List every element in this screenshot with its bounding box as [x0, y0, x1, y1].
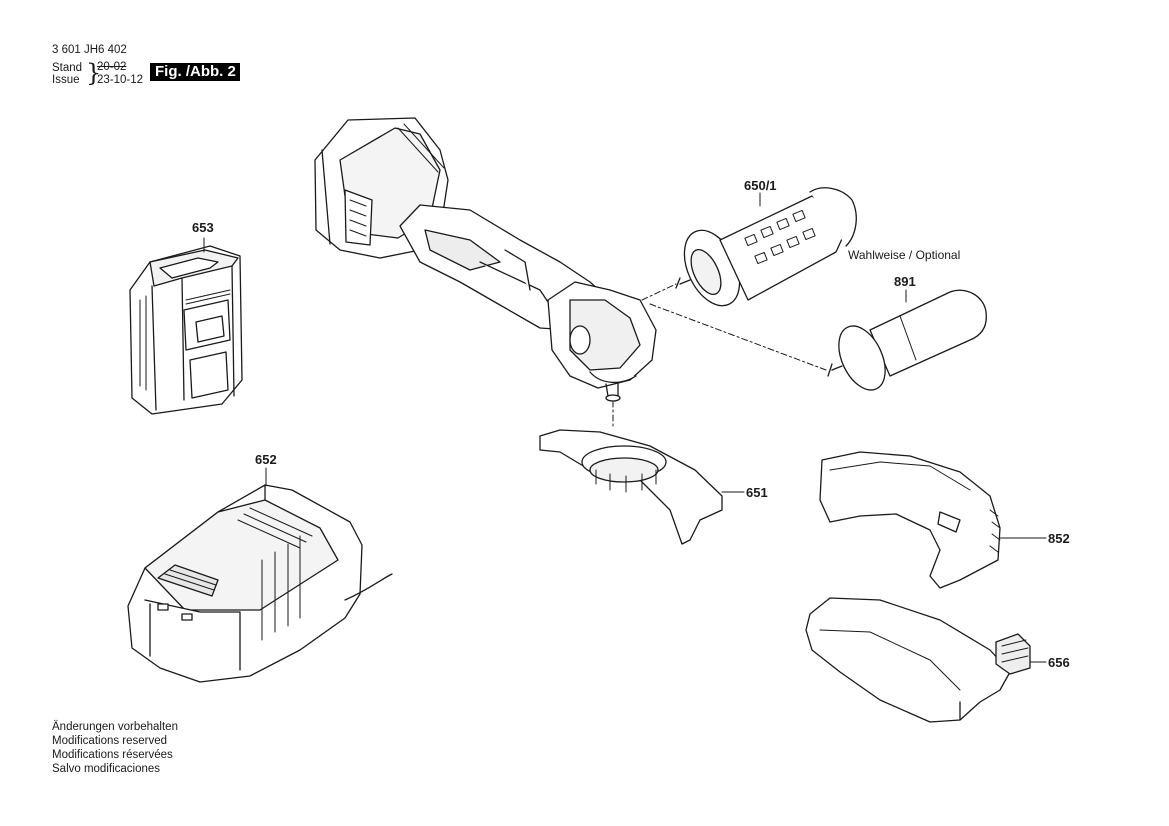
note-line-es: Salvo modificaciones	[52, 763, 161, 775]
angle-grinder-body	[315, 118, 656, 401]
guard-651	[540, 430, 722, 544]
stand-label: Stand	[52, 62, 83, 74]
note-line-fr: Modifications réservées	[52, 749, 173, 761]
issue-value: 23-10-12	[97, 74, 144, 86]
stand-value: 20-02	[97, 61, 127, 73]
cutting-guard-656	[806, 598, 1030, 722]
issue-label: Issue	[52, 74, 80, 86]
callout-656: 656	[1048, 655, 1070, 670]
callout-650-1: 650/1	[744, 178, 777, 193]
straight-handle-891	[828, 290, 986, 397]
part-number: 3 601 JH6 402	[52, 44, 127, 56]
cutting-guard-852	[820, 452, 1000, 588]
callout-653: 653	[192, 220, 214, 235]
brace-symbol: }	[86, 59, 102, 87]
callout-891: 891	[894, 274, 916, 289]
callout-652: 652	[255, 452, 277, 467]
leader-lines	[204, 193, 1046, 662]
auxiliary-handle-650-1	[673, 188, 856, 315]
note-line-en: Modifications reserved	[52, 735, 168, 747]
note-line-de: Änderungen vorbehalten	[52, 721, 178, 733]
callout-852: 852	[1048, 531, 1070, 546]
charger-652	[128, 485, 392, 682]
callout-651: 651	[746, 485, 768, 500]
figure-label: Fig. /Abb. 2	[150, 63, 240, 81]
optional-note: Wahlweise / Optional	[848, 248, 961, 262]
modification-notes: Änderungen vorbehalten Modifications res…	[52, 720, 178, 776]
battery-pack-653	[130, 246, 242, 414]
